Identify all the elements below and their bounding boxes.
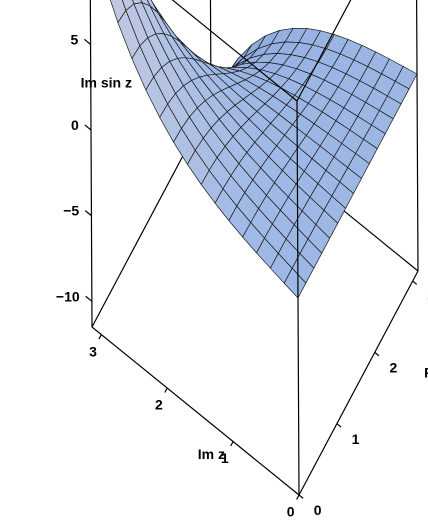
y-axis-label: Im z — [198, 446, 225, 462]
x-tick-label: 2 — [389, 360, 397, 376]
box-edge-back-vertical — [89, 0, 93, 328]
surface-mesh — [109, 0, 418, 299]
box-edge-back-vertical — [209, 0, 212, 104]
x-tick-label: 1 — [352, 431, 360, 447]
box-edge-front-floor — [298, 270, 419, 496]
y-tick-mark — [230, 441, 234, 447]
y-tick-mark — [296, 494, 300, 500]
axis-ticks: 012301231050−5−10 — [56, 31, 428, 520]
x-tick-mark — [336, 423, 342, 428]
box-edge-front-floor — [91, 326, 300, 496]
z-axis-label: Im sin z — [81, 74, 132, 90]
z-tick-label: 5 — [71, 31, 79, 47]
y-tick-label: 1 — [221, 450, 229, 466]
x-tick-mark — [412, 280, 418, 285]
z-tick-mark — [85, 295, 93, 302]
surface-patch — [283, 267, 307, 299]
axis-labels: Re z Im z Im sin z — [81, 74, 428, 462]
z-tick-label: −10 — [56, 288, 80, 304]
box-edge-top — [171, 0, 298, 102]
y-tick-label: 3 — [89, 343, 97, 359]
y-tick-label: 2 — [155, 397, 163, 413]
box-edge-back-vertical — [416, 0, 419, 272]
x-tick-mark — [298, 494, 304, 499]
y-tick-mark — [164, 387, 168, 393]
x-tick-mark — [374, 351, 380, 357]
z-tick-mark — [83, 38, 91, 45]
z-tick-label: −5 — [63, 203, 79, 219]
z-tick-mark — [84, 124, 92, 131]
x-axis-label: Re z — [424, 364, 428, 380]
x-tick-label: 0 — [314, 502, 322, 518]
y-tick-label: 0 — [287, 504, 295, 520]
z-tick-mark — [84, 210, 92, 217]
box-edge-front-vertical — [296, 100, 300, 496]
box-edge-top — [296, 0, 352, 102]
y-tick-mark — [98, 334, 102, 340]
z-tick-label: 0 — [71, 117, 79, 133]
bounding-box-front — [91, 0, 419, 496]
